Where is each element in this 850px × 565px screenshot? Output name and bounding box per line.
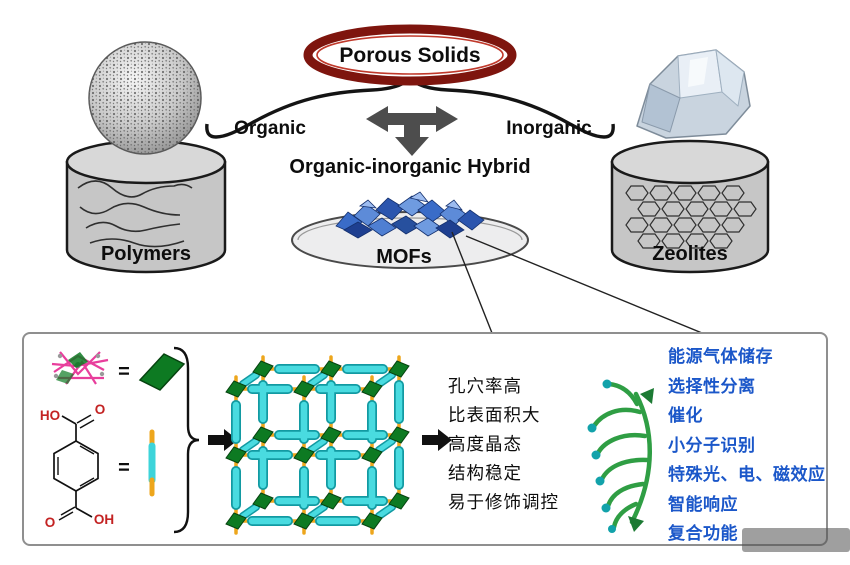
fan-leaf-bottom [628, 516, 644, 532]
zeolite-crystal-icon [636, 49, 751, 139]
zeolites-label: Zeolites [652, 243, 728, 265]
mofs-material: MOFs [291, 191, 529, 269]
porous-solids-ellipse [303, 24, 517, 86]
mofs-label: MOFs [376, 246, 432, 268]
organic-label: Organic [234, 118, 306, 139]
panel-brace [173, 346, 200, 534]
header-group: Porous Solids Organic Inorganic Organic-… [205, 24, 615, 178]
application-item: 特殊光、电、磁效应 [668, 465, 826, 484]
mof-crystals-icon [335, 191, 485, 239]
ellipse-inner-ring [316, 35, 504, 75]
mof-properties-list: 孔穴率高 比表面积大 高度晶态 结构稳定 易于修饰调控 [448, 372, 559, 517]
mof-detail-art: = HO O O OH = [40, 346, 654, 535]
porous-solids-title: Porous Solids [339, 44, 480, 67]
applications-fan-icon [591, 381, 652, 530]
equals-sign-linker: = [118, 457, 130, 479]
callout-lines [451, 231, 702, 332]
down-arrow-icon [395, 124, 429, 156]
equals-sign-node: = [118, 361, 130, 383]
bdc-linker-structure: HO O O OH [40, 402, 114, 530]
application-item: 智能响应 [668, 494, 738, 514]
application-item: 能源气体储存 [668, 347, 773, 366]
hybrid-label: Organic-inorganic Hybrid [289, 156, 530, 178]
zeolites-material: Zeolites [610, 49, 770, 274]
application-item: 选择性分离 [668, 376, 756, 396]
oh-label: OH [94, 512, 114, 527]
metal-cluster-icon [51, 351, 109, 385]
ho-label: HO [40, 408, 60, 423]
property-item: 比表面积大 [448, 405, 541, 425]
polymers-label: Polymers [101, 243, 191, 265]
property-item: 高度晶态 [448, 434, 522, 454]
mof-applications-list: 能源气体储存 选择性分离 催化 小分子识别 特殊光、电、磁效应 智能响应 复合功… [668, 342, 826, 549]
application-item: 复合功能 [668, 524, 738, 543]
property-item: 孔穴率高 [448, 376, 522, 396]
inorganic-label: Inorganic [506, 118, 592, 139]
application-item: 催化 [668, 406, 703, 425]
watermark [742, 528, 850, 552]
o-bottom-label: O [45, 515, 56, 530]
property-item: 结构稳定 [448, 463, 522, 483]
fan-leaf-top [640, 388, 654, 404]
porous-solids-overview: Polymers Zeolites [65, 24, 770, 332]
polymers-material: Polymers [65, 41, 227, 274]
double-arrow-icon [366, 106, 458, 132]
application-item: 小分子识别 [668, 435, 756, 455]
o-top-label: O [95, 402, 106, 417]
sphere-speckle-overlay [89, 42, 201, 154]
mof-framework-icon [225, 355, 410, 535]
fan-dots [587, 379, 616, 533]
tetrahedron-node-icon [138, 353, 186, 391]
property-item: 易于修饰调控 [448, 492, 559, 512]
mof-detail-panel: = HO O O OH = [22, 332, 828, 546]
